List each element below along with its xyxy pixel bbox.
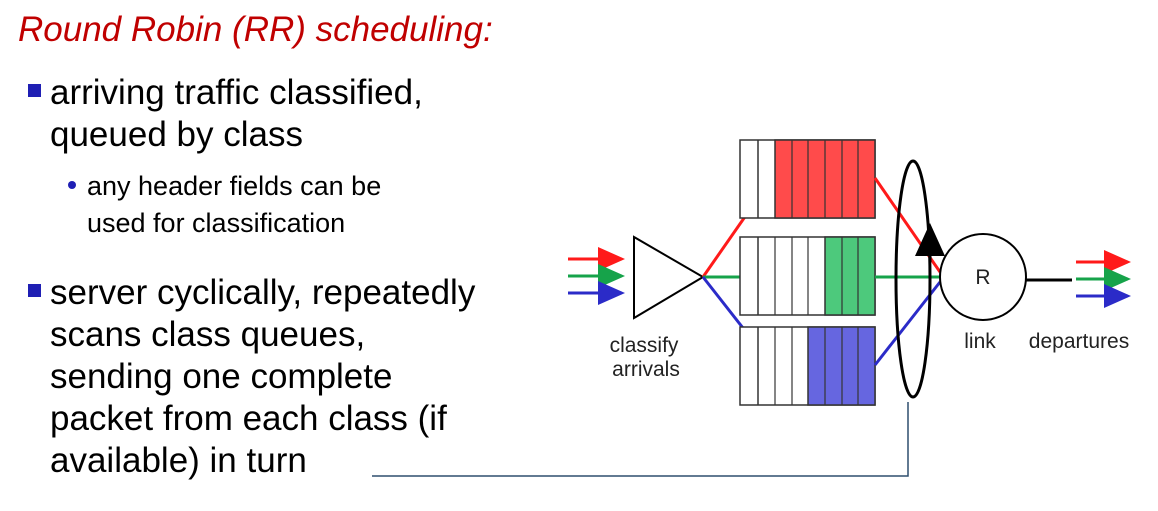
queue-green	[739, 236, 876, 316]
server-circle	[939, 233, 1027, 321]
round-bullet-icon	[68, 181, 76, 189]
sub-bullet-1: any header fields can be used for classi…	[68, 168, 381, 242]
bullet-1-line-2: queued by class	[50, 115, 303, 154]
link-label: link	[964, 330, 996, 353]
square-bullet-icon	[28, 84, 41, 97]
departure-arrows	[1076, 250, 1131, 308]
server-label: R	[975, 266, 990, 289]
queue-blue	[739, 326, 876, 406]
classify-label: classify	[610, 334, 679, 357]
bullet-2-line-3: sending one complete	[50, 357, 393, 396]
sub-bullet-line-2: used for classification	[87, 208, 346, 238]
sub-bullet-line-1: any header fields can be	[87, 171, 382, 201]
bullet-2: server cyclically, repeatedly scans clas…	[28, 272, 475, 482]
bullet-2-line-2: scans class queues,	[50, 315, 366, 354]
queue-red	[739, 139, 876, 219]
incoming-arrows	[568, 247, 625, 305]
square-bullet-icon	[28, 284, 41, 297]
arrivals-label: arrivals	[612, 358, 680, 381]
bullet-2-line-5: available) in turn	[50, 441, 307, 480]
bullet-1-line-1: arriving traffic classified,	[50, 73, 423, 112]
departures-label: departures	[1029, 330, 1129, 353]
triangle-classifier-icon	[633, 235, 705, 320]
bullet-2-line-4: packet from each class (if	[50, 399, 447, 438]
connector-line	[372, 402, 909, 477]
bullet-2-line-1: server cyclically, repeatedly	[50, 273, 476, 312]
cycle-arrow-icon	[894, 159, 945, 399]
slide-title: Round Robin (RR) scheduling:	[18, 10, 493, 49]
bullet-1: arriving traffic classified, queued by c…	[28, 72, 423, 156]
